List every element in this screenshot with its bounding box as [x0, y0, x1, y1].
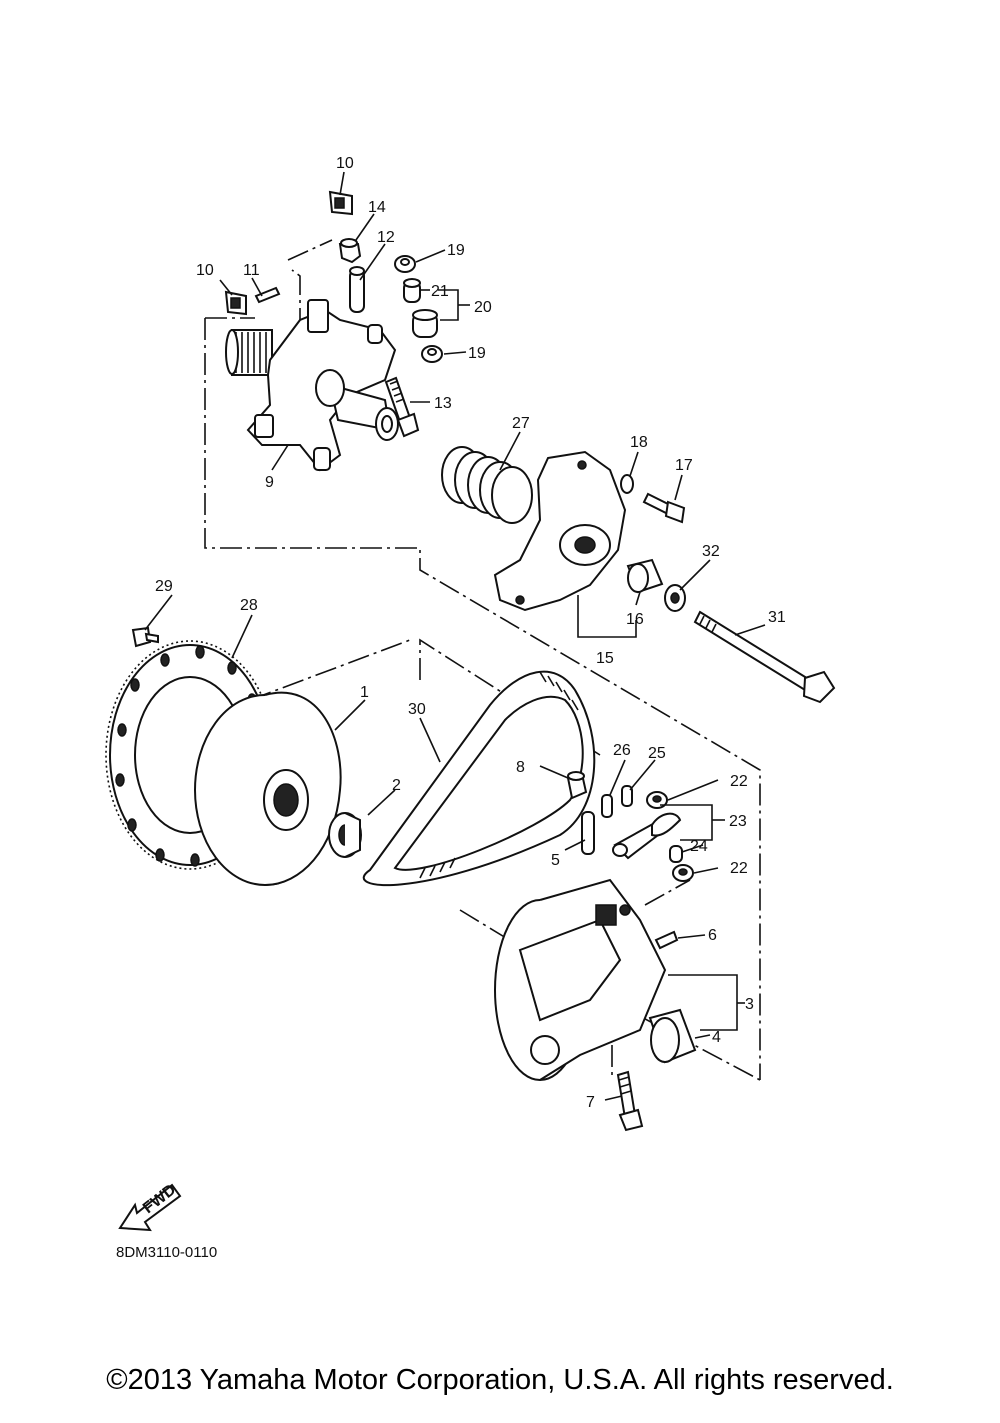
leader-lines: [144, 171, 766, 1101]
callout-32: 32: [702, 543, 720, 560]
part-11-pin: [254, 286, 281, 304]
part-10a-weight: [328, 190, 353, 216]
part-26-pin: [601, 794, 613, 818]
part-6-screw: [654, 930, 679, 950]
callout-31: 31: [768, 609, 786, 626]
callout-1: 1: [360, 684, 369, 701]
callout-13: 13: [434, 395, 452, 412]
part-15-cover: [493, 450, 627, 612]
diagram-part-code: 8DM3110-0110: [116, 1244, 218, 1261]
callout-30: 30: [408, 701, 426, 718]
fwd-arrow-icon: FWD: [118, 1181, 182, 1232]
callout-10a: 10: [336, 155, 354, 172]
callout-8: 8: [516, 759, 525, 776]
callout-20: 20: [474, 299, 492, 316]
callout-7: 7: [586, 1094, 595, 1111]
callout-15: 15: [596, 650, 614, 667]
callout-14: 14: [368, 199, 386, 216]
part-4-bushing: [648, 1008, 697, 1064]
callout-29: 29: [155, 578, 173, 595]
part-17-bolt: [642, 492, 686, 524]
part-14-nut: [338, 238, 362, 264]
part-3-housing: [494, 878, 667, 1081]
part-22a-nut: [646, 791, 668, 809]
part-20-roller: [412, 309, 438, 338]
callout-10b: 10: [196, 262, 214, 279]
part-24-collar: [669, 845, 683, 863]
callout-17: 17: [675, 457, 693, 474]
callout-23: 23: [729, 813, 747, 830]
callout-27: 27: [512, 415, 530, 432]
part-12-pin: [349, 266, 365, 313]
callout-16: 16: [626, 611, 644, 628]
callout-12: 12: [377, 229, 395, 246]
part-1-sheave: [194, 691, 342, 886]
part-16-bushing: [626, 558, 664, 594]
part-25-pin: [621, 785, 633, 807]
part-10b-weight: [224, 290, 247, 316]
callout-2: 2: [392, 777, 401, 794]
callout-18: 18: [630, 434, 648, 451]
callout-22a: 22: [730, 773, 748, 790]
part-22b-nut: [672, 864, 694, 882]
callout-labels: 10 14 12 19 10 11 21 20 19 13 9 27 18 17…: [155, 155, 786, 1111]
callout-4: 4: [712, 1029, 721, 1046]
callout-21: 21: [431, 283, 449, 300]
part-19a-washer: [394, 255, 416, 273]
part-31-long-bolt: [693, 610, 836, 704]
part-8-nut: [566, 771, 588, 800]
callout-25: 25: [648, 745, 666, 762]
part-30-belt: [362, 670, 596, 887]
part-18-washer: [620, 474, 634, 494]
callout-28: 28: [240, 597, 258, 614]
callout-24: 24: [690, 838, 708, 855]
part-23-arm: [612, 812, 682, 860]
part-32-washer: [664, 584, 686, 612]
callout-5: 5: [551, 852, 560, 869]
callout-26: 26: [613, 742, 631, 759]
callout-11: 11: [243, 262, 260, 279]
part-7-bolt: [616, 1070, 644, 1132]
callout-22b: 22: [730, 860, 748, 877]
callout-3: 3: [745, 996, 754, 1013]
callout-9: 9: [265, 474, 274, 491]
callout-6: 6: [708, 927, 717, 944]
copyright-notice: ©2013 Yamaha Motor Corporation, U.S.A. A…: [106, 1364, 894, 1396]
part-9-spider-hub: [225, 299, 399, 472]
part-29-bolt: [131, 626, 159, 648]
part-2-collar: [328, 812, 362, 858]
callout-19b: 19: [468, 345, 486, 362]
part-5-pin: [581, 811, 595, 855]
part-13-bolt: [384, 376, 420, 438]
exploded-parts-diagram: FWD: [105, 155, 836, 1232]
part-21-collar: [403, 278, 421, 303]
part-27-spring: [441, 446, 533, 524]
callout-19a: 19: [447, 242, 465, 259]
part-19b-washer: [421, 345, 443, 363]
